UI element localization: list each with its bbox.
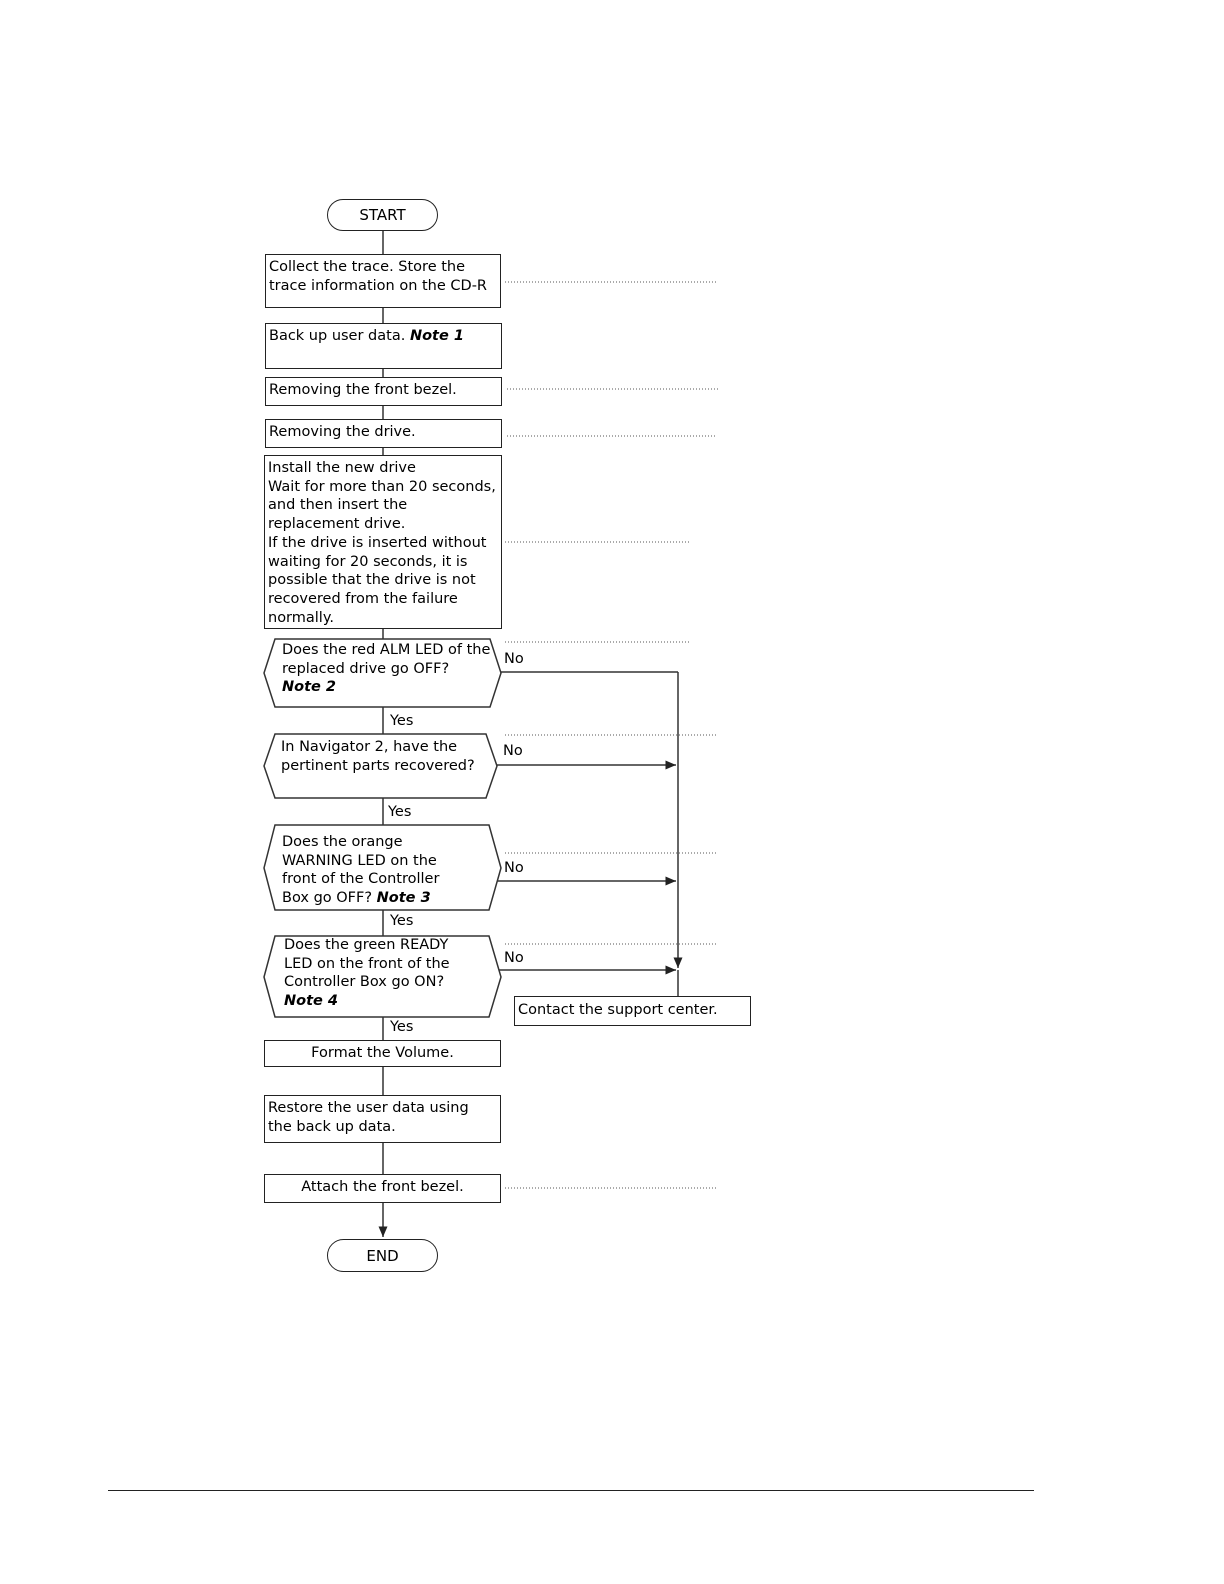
yes-label: Yes — [390, 913, 414, 929]
step-remove-bezel-text: Removing the front bezel. — [269, 382, 457, 398]
note-1: Note 1 — [409, 328, 464, 344]
step-backup-text: Back up user data. — [269, 328, 410, 344]
step-contact-support: Contact the support center. — [514, 996, 751, 1026]
decision-navigator-text: In Navigator 2, have the pertinent parts… — [281, 739, 475, 774]
step-attach-bezel-text: Attach the front bezel. — [301, 1179, 464, 1195]
decision-warning-led: Does the orange WARNING LED on the front… — [282, 833, 462, 907]
no-label: No — [504, 860, 524, 876]
decision-alm-led-text: Does the red ALM LED of the replaced dri… — [282, 642, 491, 677]
yes-label: Yes — [388, 804, 412, 820]
step-install-drive: Install the new drive Wait for more than… — [264, 455, 502, 629]
install-line-1: Install the new drive — [268, 460, 416, 476]
step-format-volume: Format the Volume. — [264, 1040, 501, 1067]
decision-alm-led: Does the red ALM LED of the replaced dri… — [282, 641, 492, 697]
step-format-volume-text: Format the Volume. — [311, 1045, 454, 1061]
no-label: No — [504, 950, 524, 966]
step-collect-trace-text: Collect the trace. Store the trace infor… — [269, 259, 488, 294]
install-line-2: Wait for more than 20 seconds, and then … — [268, 478, 496, 533]
step-remove-drive: Removing the drive. — [265, 419, 502, 448]
note-2: Note 2 — [282, 679, 336, 695]
step-remove-bezel: Removing the front bezel. — [265, 377, 502, 406]
decision-shape — [263, 824, 502, 911]
note-4: Note 4 — [284, 992, 338, 1009]
step-attach-bezel: Attach the front bezel. — [264, 1174, 501, 1203]
step-remove-drive-text: Removing the drive. — [269, 424, 416, 440]
decision-navigator: In Navigator 2, have the pertinent parts… — [281, 738, 486, 775]
install-line-3: If the drive is inserted without waiting… — [268, 534, 487, 626]
footer-rule — [108, 1490, 1034, 1491]
start-terminal: START — [327, 199, 438, 231]
no-label: No — [504, 651, 524, 667]
decision-ready-led-text: Does the green READY LED on the front of… — [284, 937, 450, 990]
yes-label: Yes — [390, 713, 414, 729]
step-restore-data-text: Restore the user data using the back up … — [268, 1100, 469, 1135]
decision-warning-led-text: Does the orange WARNING LED on the front… — [282, 834, 440, 906]
note-3: Note 3 — [376, 889, 431, 906]
decision-shape — [263, 935, 502, 1018]
end-terminal: END — [327, 1239, 438, 1272]
decision-shape — [263, 733, 498, 799]
step-contact-support-text: Contact the support center. — [518, 1002, 718, 1018]
start-label: START — [359, 206, 406, 224]
decision-shape — [263, 638, 502, 708]
step-collect-trace: Collect the trace. Store the trace infor… — [265, 254, 501, 308]
yes-label: Yes — [390, 1019, 414, 1035]
decision-ready-led: Does the green READY LED on the front of… — [284, 936, 474, 1010]
end-label: END — [366, 1246, 399, 1265]
no-label: No — [503, 743, 523, 759]
step-restore-data: Restore the user data using the back up … — [264, 1095, 501, 1143]
step-backup: Back up user data. Note 1 — [265, 323, 502, 369]
